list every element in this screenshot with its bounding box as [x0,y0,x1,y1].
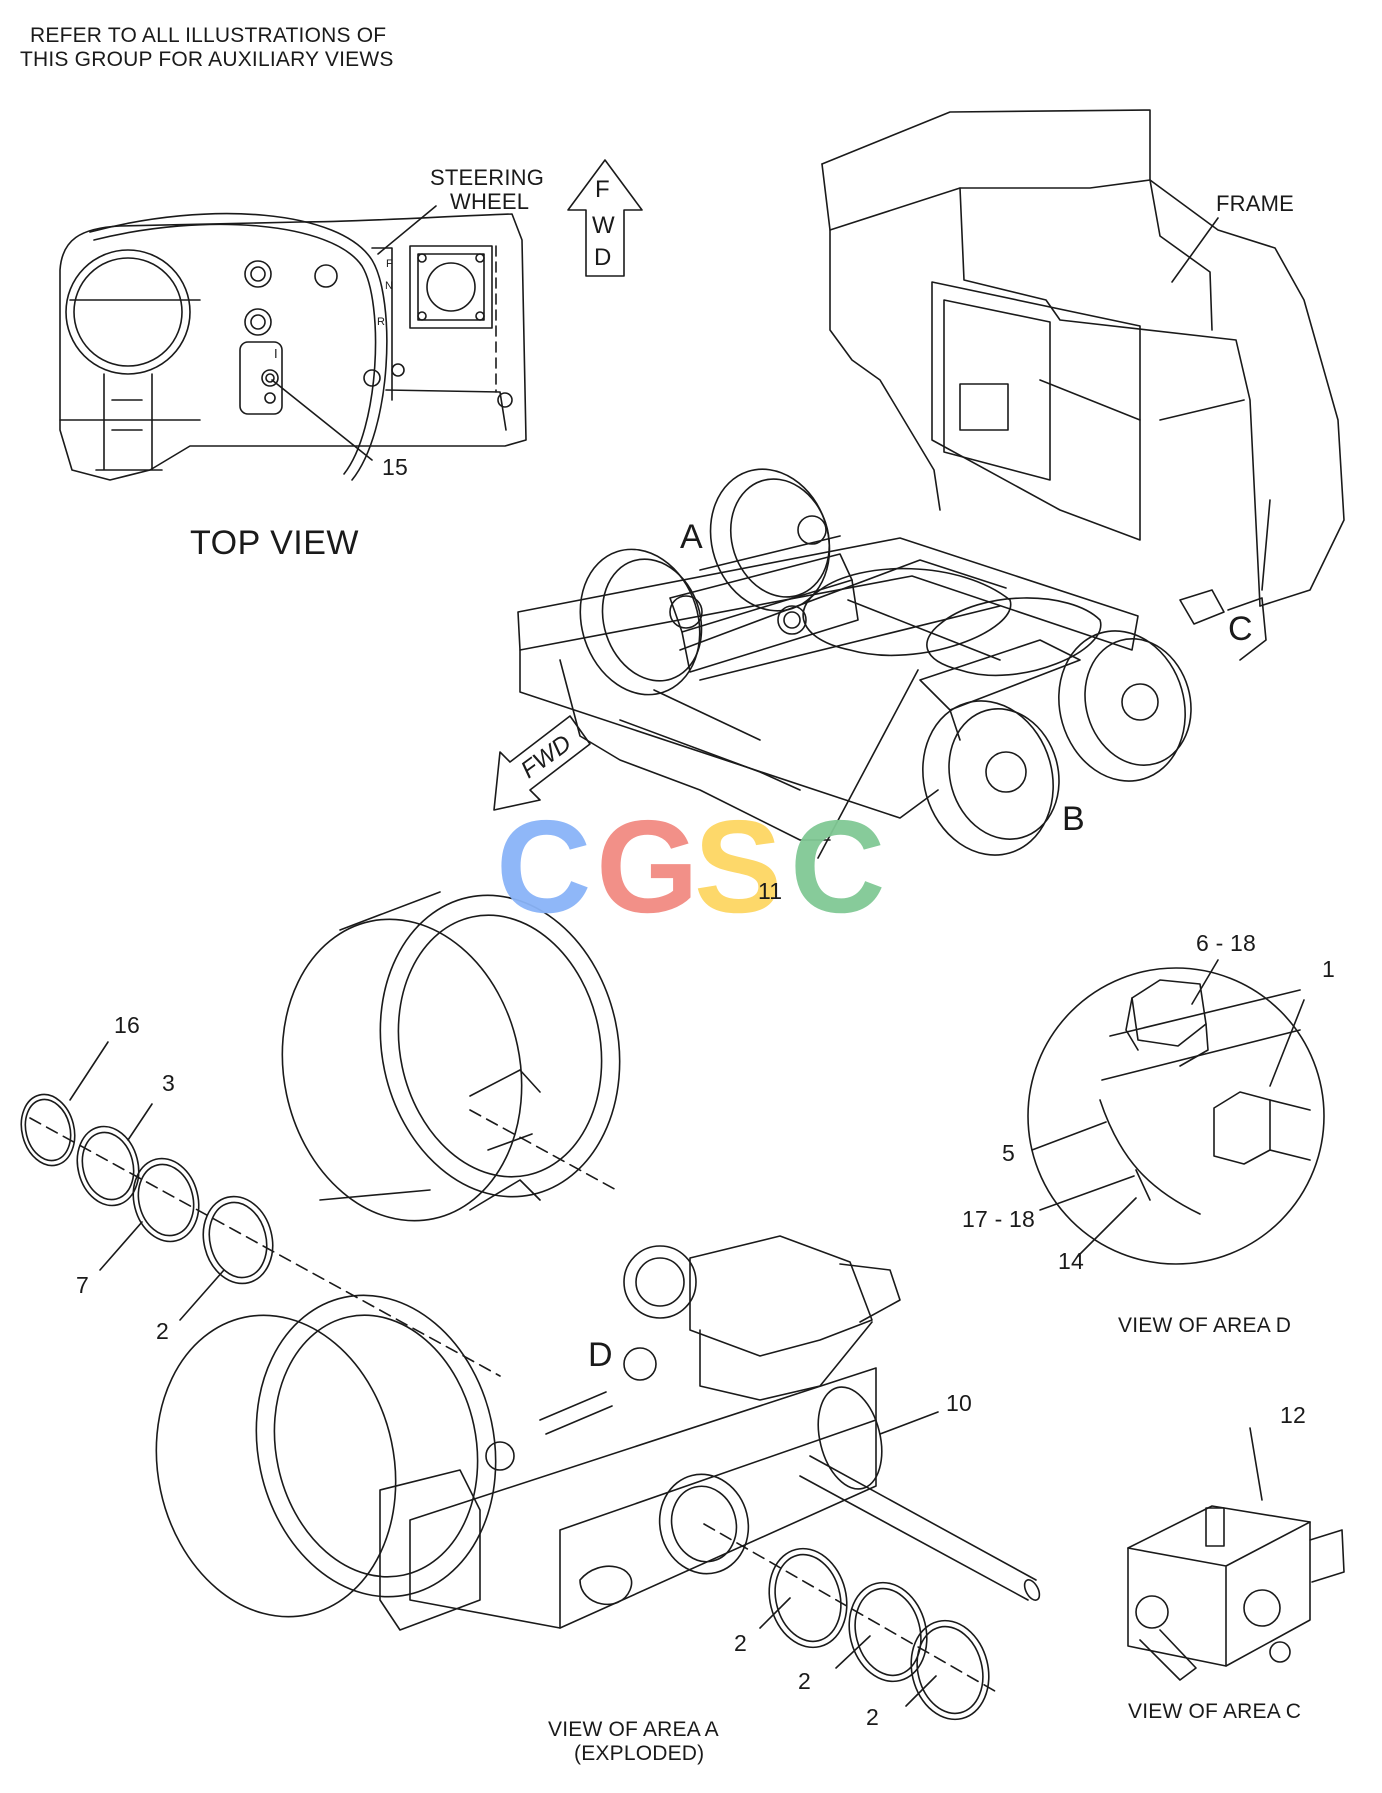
area-c-marker: C [1228,610,1253,648]
reference-note-line2: THIS GROUP FOR AUXILIARY VIEWS [20,48,394,71]
panel-mark-f: F [386,258,393,270]
fwd-arrow-letter-f: F [595,176,610,203]
part-15-label: 15 [382,454,408,480]
panel-mark-r: R [377,316,386,328]
part-7-label: 7 [76,1272,89,1298]
part-3-label: 3 [162,1070,175,1096]
fwd-arrow-vertical [567,159,643,277]
top-view-title: TOP VIEW [190,524,360,562]
part-2-label-b: 2 [734,1630,747,1656]
panel-mark-n: N [385,280,394,292]
area-a-caption-line1: VIEW OF AREA A [548,1718,719,1741]
fwd-arrow-letter-d: D [594,244,612,271]
watermark-letter-s: S [694,793,782,940]
part-16-label: 16 [114,1012,140,1038]
watermark-letter-c1: C [496,793,591,940]
watermark-letter-g: G [596,793,699,940]
area-a-caption-line2: (EXPLODED) [574,1742,705,1765]
part-12-label: 12 [1280,1402,1306,1428]
fwd-arrow-angled [493,715,591,811]
fwd-arrow-letter-w: W [592,212,615,239]
area-c-caption: VIEW OF AREA C [1128,1700,1302,1723]
cgsc-watermark: C G S C [496,793,885,940]
part-1-label: 1 [1322,956,1335,982]
part-11-label: 11 [758,878,783,904]
area-d-caption: VIEW OF AREA D [1118,1314,1292,1337]
area-c-illustration [1127,1427,1345,1681]
area-d-illustration [1027,959,1325,1265]
main-assembly-illustration [517,109,1345,859]
part-2-label-d: 2 [866,1704,879,1730]
part-5-label: 5 [1002,1140,1015,1166]
area-a-illustration [20,891,1041,1721]
area-a-marker: A [680,518,703,556]
steering-wheel-label-line2: WHEEL [450,189,530,214]
reference-note-line1: REFER TO ALL ILLUSTRATIONS OF [30,24,387,47]
part-2-label-c: 2 [798,1668,811,1694]
area-b-marker: B [1062,800,1085,838]
part-6-18-label: 6 - 18 [1196,930,1257,956]
area-d-marker: D [588,1336,613,1374]
top-view-illustration [59,205,527,481]
steering-wheel-label-line1: STEERING [430,165,545,190]
frame-label: FRAME [1216,191,1294,216]
part-14-label: 14 [1058,1248,1084,1274]
panel-mark-i: I [274,346,278,361]
part-2-label-a: 2 [156,1318,169,1344]
part-17-18-label: 17 - 18 [962,1206,1036,1232]
part-10-label: 10 [946,1390,972,1416]
watermark-letter-c2: C [790,793,885,940]
